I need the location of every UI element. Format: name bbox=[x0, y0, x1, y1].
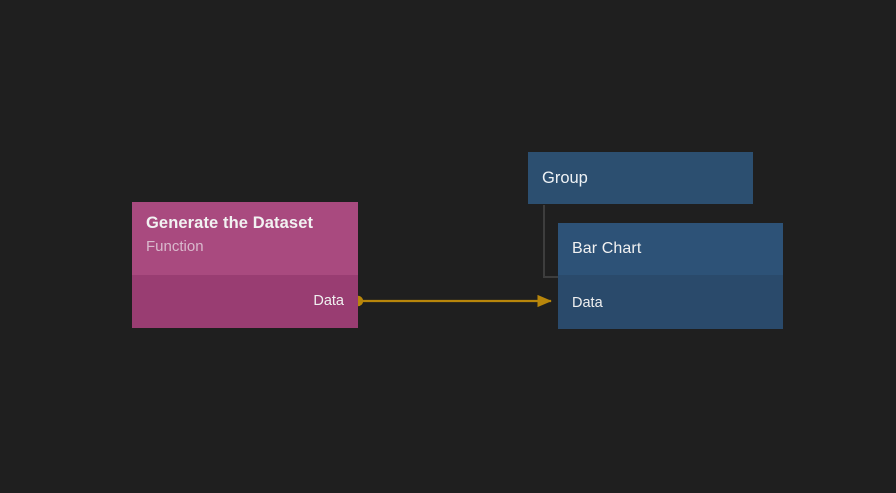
node-body: Data bbox=[558, 275, 783, 329]
node-header[interactable]: Generate the Dataset Function bbox=[132, 202, 358, 275]
output-port-label: Data bbox=[313, 293, 344, 309]
node-bar-chart[interactable]: Bar Chart Data bbox=[558, 223, 783, 329]
node-subtitle: Function bbox=[146, 237, 204, 255]
node-group[interactable]: Group bbox=[528, 152, 753, 204]
node-header[interactable]: Bar Chart bbox=[558, 223, 783, 275]
group-bracket-foot bbox=[543, 276, 558, 278]
group-bracket bbox=[543, 205, 565, 278]
group-bracket-vertical bbox=[543, 205, 545, 278]
input-port-data[interactable]: Data bbox=[558, 293, 783, 313]
output-port-data[interactable]: Data bbox=[132, 291, 358, 311]
input-port-label: Data bbox=[572, 295, 603, 311]
group-title: Group bbox=[542, 169, 588, 187]
node-title: Bar Chart bbox=[572, 240, 642, 257]
node-body: Data bbox=[132, 275, 358, 328]
node-title: Generate the Dataset bbox=[146, 214, 314, 232]
node-generate-the-dataset[interactable]: Generate the Dataset Function Data bbox=[132, 202, 358, 328]
